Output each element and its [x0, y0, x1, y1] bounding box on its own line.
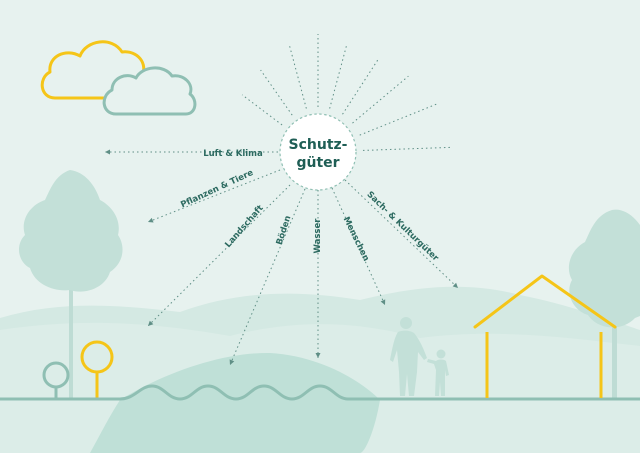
central-hill — [90, 352, 380, 453]
ray-decorative — [359, 103, 437, 136]
ground-line — [0, 384, 640, 401]
ray-decorative — [241, 94, 283, 126]
ray-decorative — [352, 75, 409, 124]
label-luft-klima: Luft & Klima — [203, 149, 263, 159]
ray-decorative — [260, 69, 293, 116]
ray-arrow-icon — [148, 320, 154, 326]
ray-decorative — [329, 45, 347, 109]
ray-arrow-icon — [105, 149, 110, 155]
ray-arrow-icon — [229, 359, 235, 365]
tree-left-icon — [18, 170, 123, 398]
ray-decorative — [362, 146, 450, 151]
rays-group — [105, 34, 459, 366]
hub-title-line2: güter — [296, 155, 339, 171]
ray-arrow-icon — [148, 217, 154, 223]
ray-spoke — [147, 184, 291, 327]
house-icon — [473, 274, 617, 398]
tree-right-icon — [568, 209, 640, 400]
ray-spoke — [147, 169, 281, 223]
ray-arrow-icon — [380, 299, 386, 305]
ray-spoke — [229, 188, 306, 366]
ray-decorative — [289, 45, 307, 109]
round-tree-grey-icon — [42, 361, 70, 398]
cloud-teal-icon — [102, 66, 197, 116]
ray-arrow-icon — [452, 282, 458, 288]
hub-title-line1: Schutz- — [289, 137, 348, 153]
ray-arrow-icon — [315, 353, 321, 358]
people-icon — [390, 317, 449, 396]
round-tree-yellow-icon — [80, 340, 114, 398]
label-wasser: Wasser — [313, 218, 323, 254]
hub-circle — [279, 113, 357, 191]
ray-spoke — [331, 187, 386, 306]
